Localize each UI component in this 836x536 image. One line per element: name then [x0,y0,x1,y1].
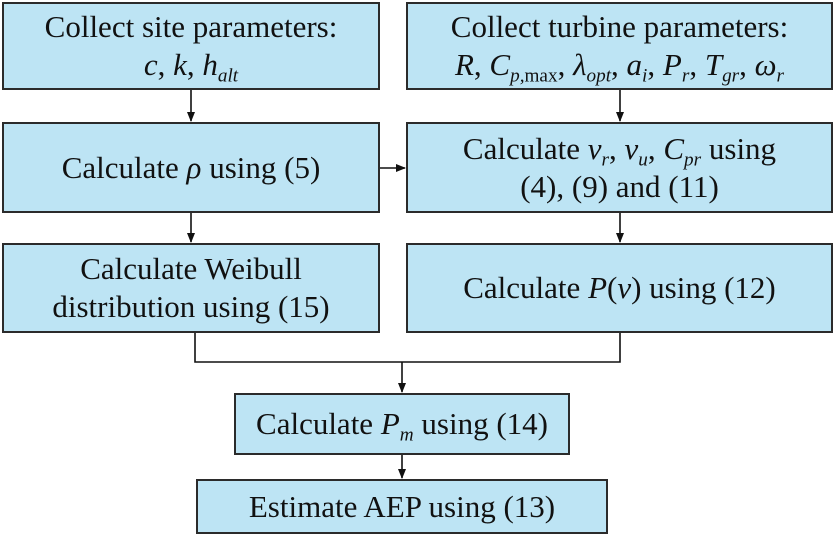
turbine-parameters: R, Cp,max, λopt, ai, Pr, Tgr, ωr [454,47,785,87]
calculate-weibull-box: Calculate Weibull distribution using (15… [2,243,380,333]
calculate-pm-text: Calculate Pm using (14) [256,406,548,446]
calculate-rho-text: Calculate ρ using (5) [61,149,321,185]
weibull-line-1: Calculate Weibull [80,251,302,286]
estimate-aep-text: Estimate AEP using (13) [248,488,556,524]
calculate-rho-box: Calculate ρ using (5) [2,122,380,213]
calculate-vr-vu-cpr-box: Calculate vr, vu, Cpr using (4), (9) and… [406,122,833,213]
calculate-vr-equations: (4), (9) and (11) [520,168,719,204]
turbine-title: Collect turbine parameters: [450,9,789,44]
site-parameters: c, k, halt [143,47,239,87]
calculate-pm-box: Calculate Pm using (14) [234,393,570,455]
site-title: Collect site parameters: [44,9,338,44]
collect-site-parameters-box: Collect site parameters: c, k, halt [2,2,380,90]
merge-line [194,333,621,363]
estimate-aep-box: Estimate AEP using (13) [196,479,608,534]
calculate-pv-box: Calculate P(v) using (12) [406,243,833,333]
collect-turbine-parameters-box: Collect turbine parameters: R, Cp,max, λ… [406,2,833,90]
calculate-pv-text: Calculate P(v) using (12) [463,270,776,305]
calculate-vr-text: Calculate vr, vu, Cpr using [462,130,777,171]
weibull-line-2: distribution using (15) [52,289,330,324]
